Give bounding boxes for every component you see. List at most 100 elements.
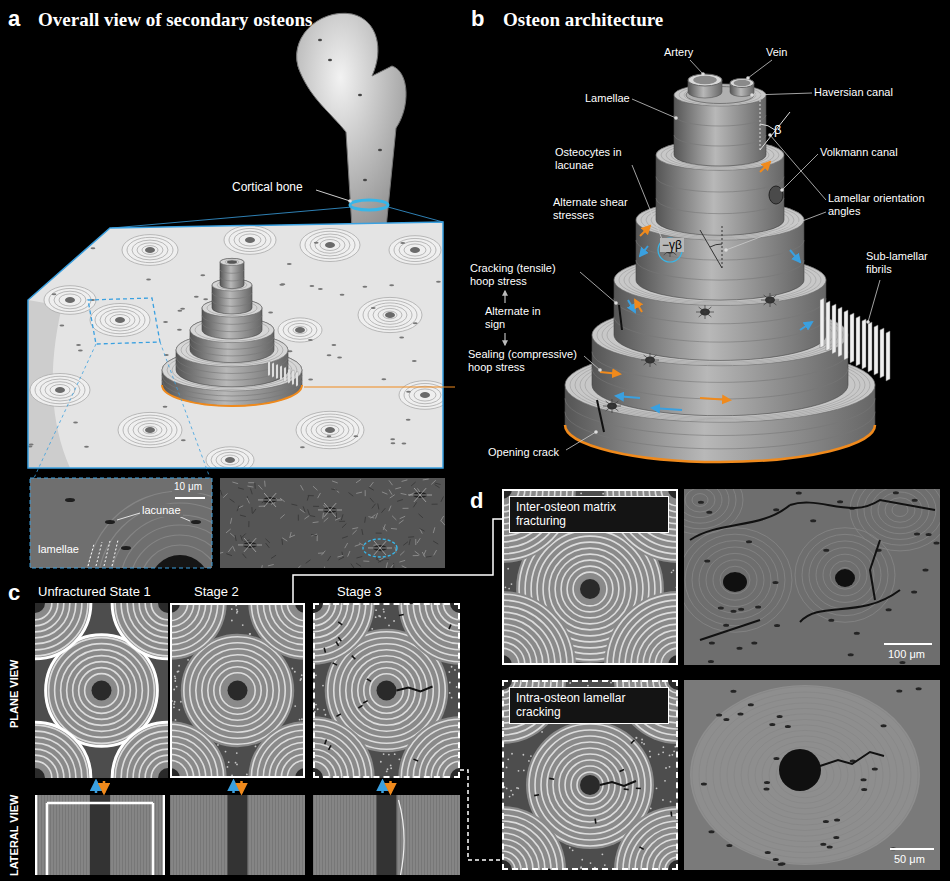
- plane-view-3: [383, 611, 385, 613]
- schematic-inter: [555, 554, 625, 624]
- lateral-view-3: [354, 795, 355, 875]
- micrograph-intra: [890, 848, 934, 850]
- leader-line: [750, 93, 754, 97]
- plane-view-3: [314, 711, 316, 713]
- cortical-slab: [225, 457, 235, 463]
- plane-view-2: [174, 680, 176, 682]
- bracket-line: [304, 386, 455, 387]
- lateral-view-3: [375, 795, 376, 875]
- sem-inset: [363, 539, 397, 557]
- micrograph-inter: [650, 460, 950, 665]
- schematic-intra: [615, 712, 617, 714]
- schematic-intra: [600, 709, 602, 711]
- plane-view-3: [450, 768, 460, 778]
- plane-view-3: [383, 753, 385, 755]
- stress-arrow: [760, 162, 770, 172]
- stage-frame: Stage 2: [170, 603, 305, 778]
- micrograph-inter: [848, 653, 854, 656]
- lateral-view-1: [163, 795, 165, 875]
- sem-inset: [251, 507, 252, 513]
- femur: [328, 59, 332, 61]
- schematic-intra: [573, 694, 575, 696]
- schematic-intra: [502, 857, 515, 870]
- panel-letter: b: [471, 6, 484, 32]
- schematic-intra: [502, 860, 512, 870]
- osteon-architecture: [730, 79, 754, 88]
- lateral-view-1: [73, 795, 74, 875]
- schematic-inter: [502, 489, 555, 542]
- cortical-slab: [390, 438, 395, 440]
- plane-view-2: [174, 676, 176, 678]
- osteon-architecture: [670, 250, 679, 251]
- cortical-slab: [300, 446, 305, 448]
- lateral-view-1: [79, 795, 80, 875]
- sem-inset: [309, 515, 315, 516]
- plane-view-2: [178, 665, 180, 667]
- cortical-slab: [206, 447, 254, 473]
- sem-inset: [365, 490, 366, 496]
- schematic-intra: [502, 680, 512, 690]
- plane-view-1: [35, 603, 168, 778]
- lateral-view-2: [295, 795, 296, 875]
- lateral-view-3: [363, 795, 364, 875]
- plane-view-1: [35, 603, 88, 656]
- lateral-view-1: [43, 795, 44, 875]
- lateral-view-3: [408, 795, 409, 875]
- sem-inset: [317, 535, 318, 541]
- sem-inset: [380, 548, 392, 549]
- schematic-intra: [523, 770, 525, 772]
- micrograph-inter: [690, 505, 790, 540]
- plane-view-3: [375, 609, 377, 611]
- lateral-view-3: [315, 795, 316, 875]
- schematic-intra: [603, 690, 605, 692]
- sem-inset: [422, 552, 425, 557]
- schematic-inter: [511, 583, 513, 585]
- cortical-slab: [100, 309, 140, 331]
- sem-inset: [441, 496, 444, 501]
- schematic-intra: [549, 778, 554, 780]
- schematic-intra: [502, 680, 539, 717]
- plane-view-2: [269, 603, 305, 639]
- plane-view-3: [338, 622, 342, 625]
- plane-view-3: [313, 768, 323, 778]
- schematic-intra: [587, 685, 589, 687]
- schematic-intra: [658, 753, 660, 755]
- cortical-slab: [358, 297, 422, 332]
- part-label: Lamellae: [585, 92, 630, 105]
- stress-arrow: [640, 246, 648, 256]
- lateral-view-2: [170, 781, 305, 875]
- lateral-view-1: [127, 795, 128, 875]
- micrograph-intra: [727, 714, 883, 836]
- sem-inset: [250, 545, 256, 552]
- cortical-slab: [203, 298, 208, 300]
- sem-inset: [390, 565, 394, 568]
- osteon-cone: [296, 372, 298, 387]
- plane-view-3: [315, 704, 317, 706]
- cortical-slab: [296, 411, 364, 448]
- osteon-cone: [220, 270, 244, 274]
- cortical-slab: [52, 293, 57, 295]
- cortical-slab: [146, 278, 151, 280]
- lateral-view-3: [366, 795, 367, 875]
- plane-view-3: [383, 608, 385, 610]
- selection-outline: [160, 342, 210, 478]
- micrograph-inset: [140, 545, 212, 568]
- schematic-intra: [629, 680, 678, 729]
- osteon-architecture: [644, 355, 650, 360]
- osteon-cone: [202, 323, 262, 332]
- lateral-view-1: [35, 795, 37, 875]
- lateral-view-1: [67, 795, 68, 875]
- schematic-inter: [661, 648, 678, 665]
- micrograph-inter: [830, 561, 860, 589]
- plane-view-3: [401, 603, 460, 662]
- sem-inset: [324, 510, 330, 517]
- schematic-inter: [631, 618, 678, 665]
- sem-inset: [281, 539, 283, 545]
- schematic-intra: [502, 680, 521, 699]
- micrograph-inter: [684, 528, 792, 633]
- sem-inset: [362, 529, 363, 535]
- schematic-inter: [643, 630, 678, 665]
- osteon-architecture: [704, 305, 705, 312]
- plane-view-2: [214, 667, 261, 714]
- schematic-inter: [672, 569, 674, 571]
